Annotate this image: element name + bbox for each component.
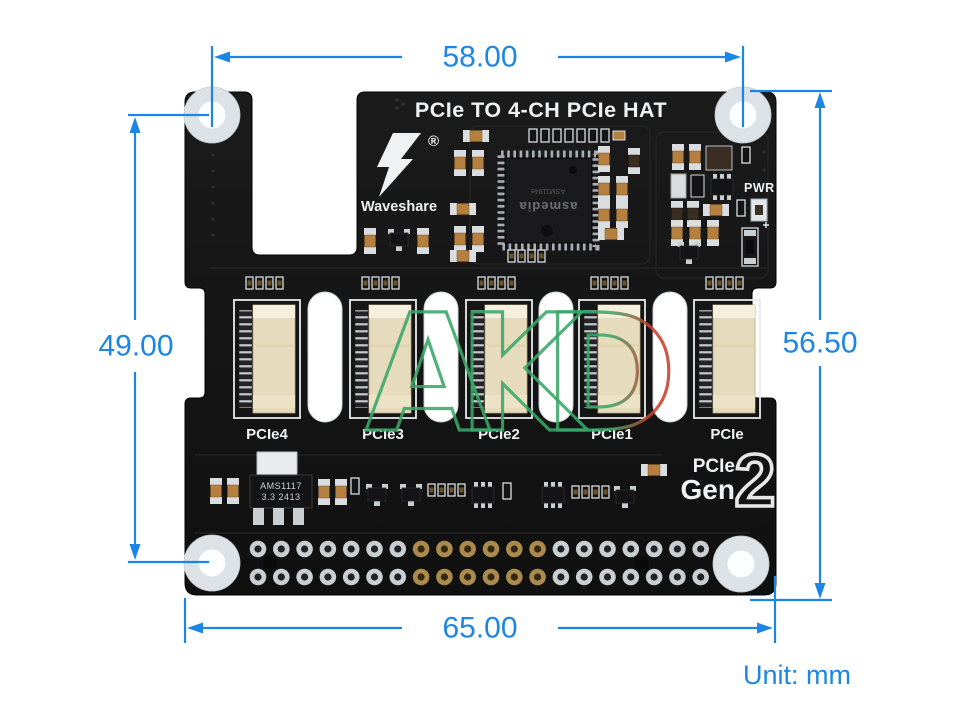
smd-component [736,199,746,217]
ffc-connector-pcie4 [233,299,301,419]
connector-label: PCIe2 [478,426,520,443]
watermark-letter-d: D [543,281,677,469]
smd-component [471,481,495,509]
smd-components-top [363,128,641,263]
smd-component [541,481,565,509]
smd-components-right: PWR [670,143,775,267]
smd-component [710,173,734,201]
smd-components-bottom: AMS1117 3.3 2413 [209,451,668,525]
smd-component [317,478,331,506]
dimension-left-value: 49.00 [98,330,173,363]
regulator-spec: 3.3 2413 [261,492,300,502]
smd-component [690,174,705,198]
gen2-logo: PCIe Gen 2 [681,437,778,524]
smd-component [741,227,759,267]
watermark-letter-a: A [365,281,490,469]
board-title: PCIe TO 4-CH PCIe HAT [415,98,667,122]
chip-pin1-marker [569,166,577,174]
smd-component [627,147,641,175]
connector-label: PCIe3 [362,426,404,443]
registered-mark: ® [428,133,439,150]
ffc-connectors: PCIe4 PCIe3 PCIe2 PCIe1 PCIe [233,299,761,443]
connector-label: PCIe4 [246,426,288,443]
watermark: A K D [364,279,679,470]
smd-component [226,477,240,505]
unit-label: Unit: mm [743,660,851,690]
dimension-left: 49.00 [98,113,209,564]
chip-brand: asmedia [518,199,577,214]
smd-component [350,477,360,495]
brand-name: Waveshare [361,199,437,215]
smd-component [597,227,625,241]
dimension-top-value: 58.00 [442,41,517,74]
waveshare-logo: ® Waveshare [361,133,439,215]
smd-component [705,145,733,171]
smd-component [334,478,348,506]
gen2-pcie-text: PCIe [693,456,735,477]
smd-component [670,173,687,199]
smd-component [615,201,629,229]
smd-component [449,202,477,216]
chip-model: ASM1184e [531,187,565,194]
board-traces [195,125,769,534]
cutout-slots [307,291,688,423]
smd-component [597,145,611,173]
gen2-number: 2 [734,439,775,522]
smd-component [706,219,720,247]
fiducial-left [263,555,277,569]
smd-component [597,201,611,229]
smd-component [702,203,730,217]
smd-component [615,175,629,203]
smd-component [612,130,626,141]
pwr-label: PWR [744,181,775,195]
smd-component [471,149,485,177]
smd-component [363,227,377,255]
dimension-right-value: 56.50 [782,327,857,360]
smd-component [453,149,467,177]
connector-label: PCIe [710,426,743,443]
chip-marker-dot [541,225,553,237]
pwr-led [750,198,769,228]
dimension-top: 58.00 [210,41,745,127]
smd-component [471,225,485,253]
watermark-letter-k: K [457,281,588,469]
main-chip: asmedia ASM1184e [497,150,600,251]
dimension-bottom-value: 65.00 [442,612,517,645]
connector-label: PCIe1 [591,426,633,443]
smd-component [449,249,477,263]
smd-component [453,225,467,253]
dimension-bottom: 65.00 [183,576,777,645]
smd-component [416,227,430,255]
dimension-right: 56.50 [750,89,858,602]
pcb-board: PCIe TO 4-CH PCIe HAT ® Waveshare asmedi… [183,86,778,596]
smd-component [597,175,611,203]
smd-component [671,143,685,171]
smd-component [209,477,223,505]
ams1117-regulator: AMS1117 3.3 2413 [249,451,313,525]
smd-component [688,143,702,171]
waveshare-logo-icon [377,133,421,197]
smd-component [462,129,490,143]
via-dots [211,98,766,237]
regulator-name: AMS1117 [260,481,302,491]
ffc-connector-pcie [693,299,761,419]
gen2-gen-text: Gen [681,474,735,505]
smd-component [502,482,512,500]
smd-component [741,146,751,164]
fiducial-right [635,555,649,569]
smd-component [528,128,610,143]
gpio-header-holes [249,540,709,586]
